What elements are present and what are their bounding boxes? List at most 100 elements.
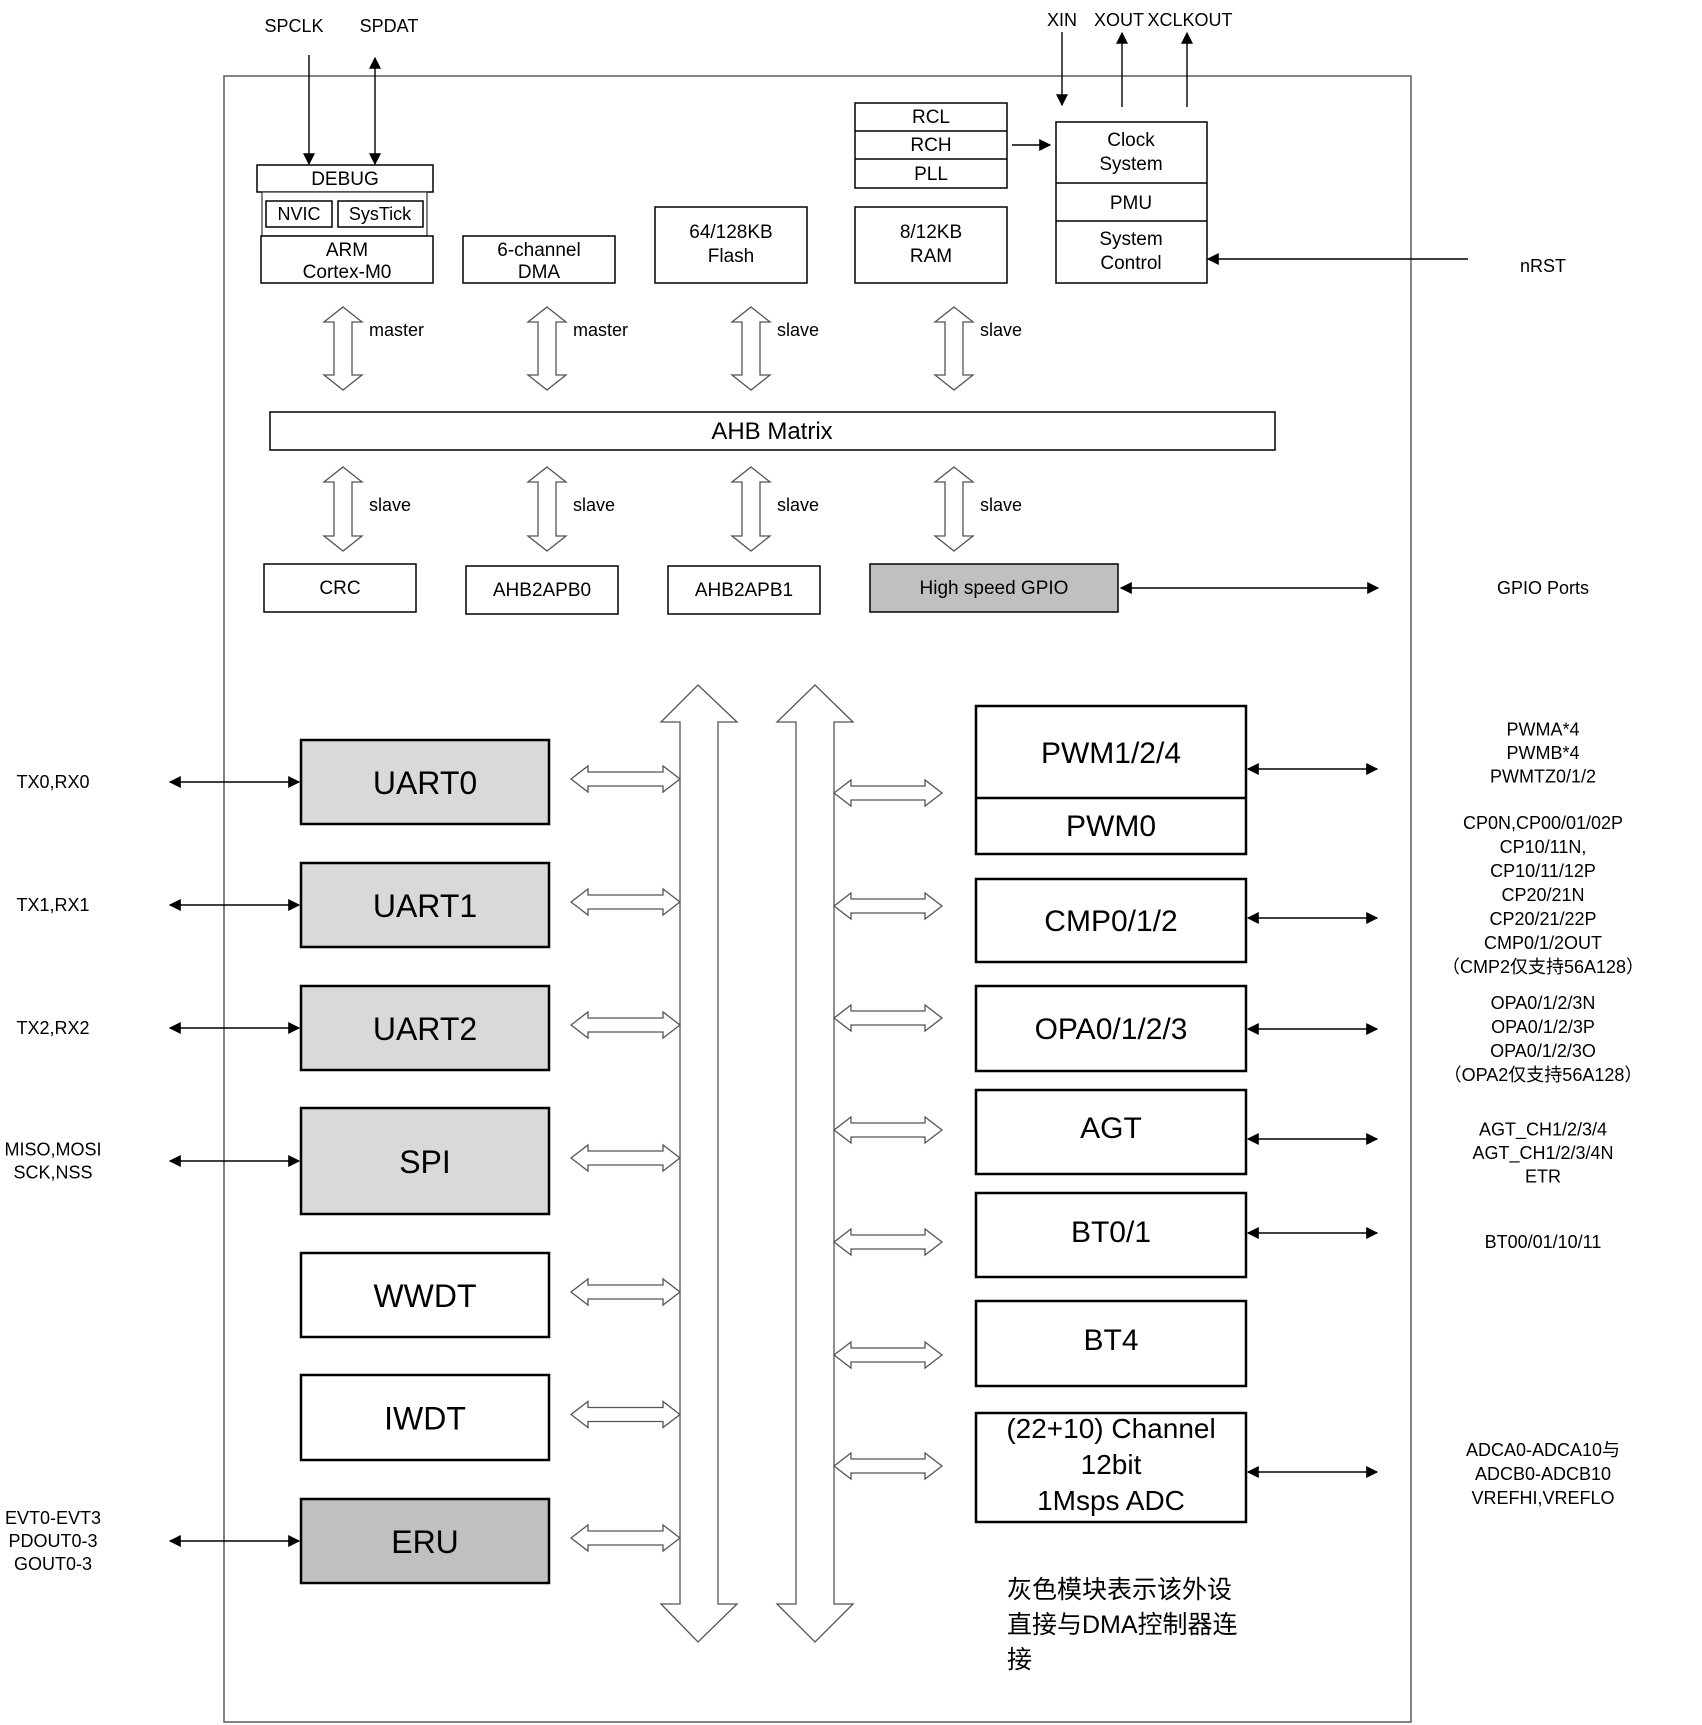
pin-label: GOUT0-3 (14, 1554, 92, 1574)
adc-label: (22+10) Channel (1006, 1413, 1215, 1444)
ram-block: 8/12KB RAM (854, 206, 1008, 284)
ahb-upper-link-label: slave (777, 320, 819, 340)
cortex-label: Cortex-M0 (303, 262, 392, 283)
flash-block: 64/128KB Flash (654, 206, 808, 284)
rch-label: RCH (910, 135, 951, 156)
peripheral-uart1: UART1 TX1,RX1 (16, 861, 682, 949)
flash-label-1: 64/128KB (689, 222, 772, 243)
adc-label: 1Msps ADC (1037, 1485, 1185, 1516)
ahb-lower-link-label: slave (369, 495, 411, 515)
peripheral-iwdt: IWDT (299, 1373, 682, 1462)
ahb-upper-link-arrow (322, 306, 364, 391)
pin-label: ETR (1525, 1167, 1561, 1187)
pin-label: AGT_CH1/2/3/4N (1472, 1143, 1613, 1164)
ahb-matrix: AHB Matrix (269, 411, 1276, 451)
peripheral-bt4: BT4 (832, 1299, 1248, 1388)
clock-pmu-sysctrl-stack: Clock System PMU System Control (1055, 121, 1208, 284)
ram-label-1: 8/12KB (900, 222, 962, 243)
peripheral-label: WWDT (373, 1278, 476, 1314)
debug-block: DEBUG (256, 164, 434, 193)
pin-label: ADCA0-ADCA10与 (1466, 1440, 1620, 1460)
pin-label: CP0N,CP00/01/02P (1463, 813, 1623, 833)
note-line-3: 接 (1007, 1646, 1032, 1674)
high-speed-gpio-block: High speed GPIO (869, 563, 1119, 613)
debug-label: DEBUG (311, 169, 379, 190)
pin-label: CP10/11N, (1500, 837, 1587, 857)
pin-label: CP20/21/22P (1489, 909, 1596, 929)
label-nrst: nRST (1520, 256, 1566, 276)
nvic-label: NVIC (277, 204, 320, 224)
peripheral-label: ERU (391, 1524, 459, 1560)
peripheral-adc: (22+10) Channel 12bit 1Msps ADC ADCA0-ADCA1… (832, 1411, 1620, 1524)
pin-label: （CMP2仅支持56A128） (1442, 957, 1644, 977)
apb-connect-arrow (569, 1010, 682, 1040)
pwm-top-label: PWM1/2/4 (1041, 737, 1181, 770)
pin-label: CP10/11/12P (1490, 861, 1596, 881)
bt01-label: BT0/1 (1071, 1216, 1151, 1249)
peripheral-label: UART0 (373, 765, 477, 801)
sysctrl-label-1: System (1099, 229, 1162, 250)
left-peripherals: UART0TX0,RX0UART1TX1,RX1UART2TX2,RX2SPIM… (4, 738, 682, 1585)
rcl-label: RCL (912, 107, 950, 128)
pin-label: BT00/01/10/11 (1485, 1232, 1602, 1252)
pin-label: OPA0/1/2/3P (1491, 1017, 1595, 1037)
ahb-upper-link-arrow (730, 306, 772, 391)
apb-connect-arrow (569, 887, 682, 917)
right-peripherals: PWM1/2/4PWM0PWMA*4PWMB*4PWMTZ0/1/2CMP0/1… (832, 704, 1644, 1524)
apb-bus-right (775, 684, 855, 1643)
pin-label: CMP0/1/2OUT (1484, 933, 1602, 953)
peripheral-label: UART1 (373, 888, 477, 924)
ahb-lower-link-label: slave (777, 495, 819, 515)
ahb-upper-link-label: master (369, 320, 424, 340)
flash-label-2: Flash (708, 246, 754, 267)
peripheral-bt01: BT0/1 BT00/01/10/11 (832, 1191, 1602, 1279)
pin-label: TX0,RX0 (16, 772, 89, 792)
apb-connect-arrow (832, 1115, 944, 1145)
arm-cortex-m0-block: ARM Cortex-M0 (260, 235, 434, 284)
pin-label: SCK,NSS (13, 1163, 92, 1183)
apb-connect-arrow (832, 1451, 944, 1481)
pin-label: OPA0/1/2/3N (1491, 993, 1596, 1013)
ahb-lower-link-arrow (730, 466, 772, 552)
systick-block: SysTick (337, 200, 424, 228)
dma-label-1: 6-channel (497, 240, 580, 261)
dma-note: 灰色模块表示该外设 直接与DMA控制器连 接 (1007, 1576, 1238, 1674)
crc-label: CRC (319, 578, 360, 599)
clock-label-1: Clock (1107, 130, 1155, 151)
pll-label: PLL (914, 164, 948, 185)
ahb-upper-link-arrow (526, 306, 568, 391)
pin-label: （OPA2仅支持56A128） (1444, 1065, 1643, 1085)
apb-connect-arrow (832, 778, 944, 808)
dma-label-2: DMA (518, 262, 561, 283)
label-xclkout: XCLKOUT (1147, 10, 1232, 30)
agt-label: AGT (1080, 1112, 1142, 1145)
peripheral-wwdt: WWDT (299, 1251, 682, 1339)
apb-connect-arrow (569, 1400, 682, 1429)
label-spclk: SPCLK (264, 16, 323, 36)
clock-label-2: System (1099, 154, 1162, 175)
crc-block: CRC (263, 563, 417, 613)
ahb-upper-link-label: slave (980, 320, 1022, 340)
apb-connect-arrow (832, 1227, 944, 1257)
ahb-lower-link-label: slave (573, 495, 615, 515)
ahb-lower-link-arrow (526, 466, 568, 552)
label-spdat: SPDAT (360, 16, 419, 36)
bt4-label: BT4 (1083, 1324, 1138, 1357)
label-xout: XOUT (1094, 10, 1144, 30)
pin-label: OPA0/1/2/3O (1490, 1041, 1596, 1061)
pin-label: CP20/21N (1501, 885, 1584, 905)
apb-connect-arrow (569, 1143, 682, 1173)
apb-connect-arrow (832, 1003, 944, 1033)
peripheral-opa: OPA0/1/2/3OPA0/1/2/3NOPA0/1/2/3POPA0/1/2… (832, 984, 1643, 1085)
label-xin: XIN (1047, 10, 1077, 30)
sysctrl-label-2: Control (1100, 253, 1161, 274)
apb-connect-arrow (569, 1277, 682, 1307)
pin-label: PDOUT0-3 (8, 1531, 97, 1551)
pin-label: ADCB0-ADCB10 (1475, 1464, 1611, 1484)
nvic-block: NVIC (265, 200, 333, 228)
pin-label: TX1,RX1 (16, 895, 89, 915)
adc-label: 12bit (1081, 1449, 1142, 1480)
